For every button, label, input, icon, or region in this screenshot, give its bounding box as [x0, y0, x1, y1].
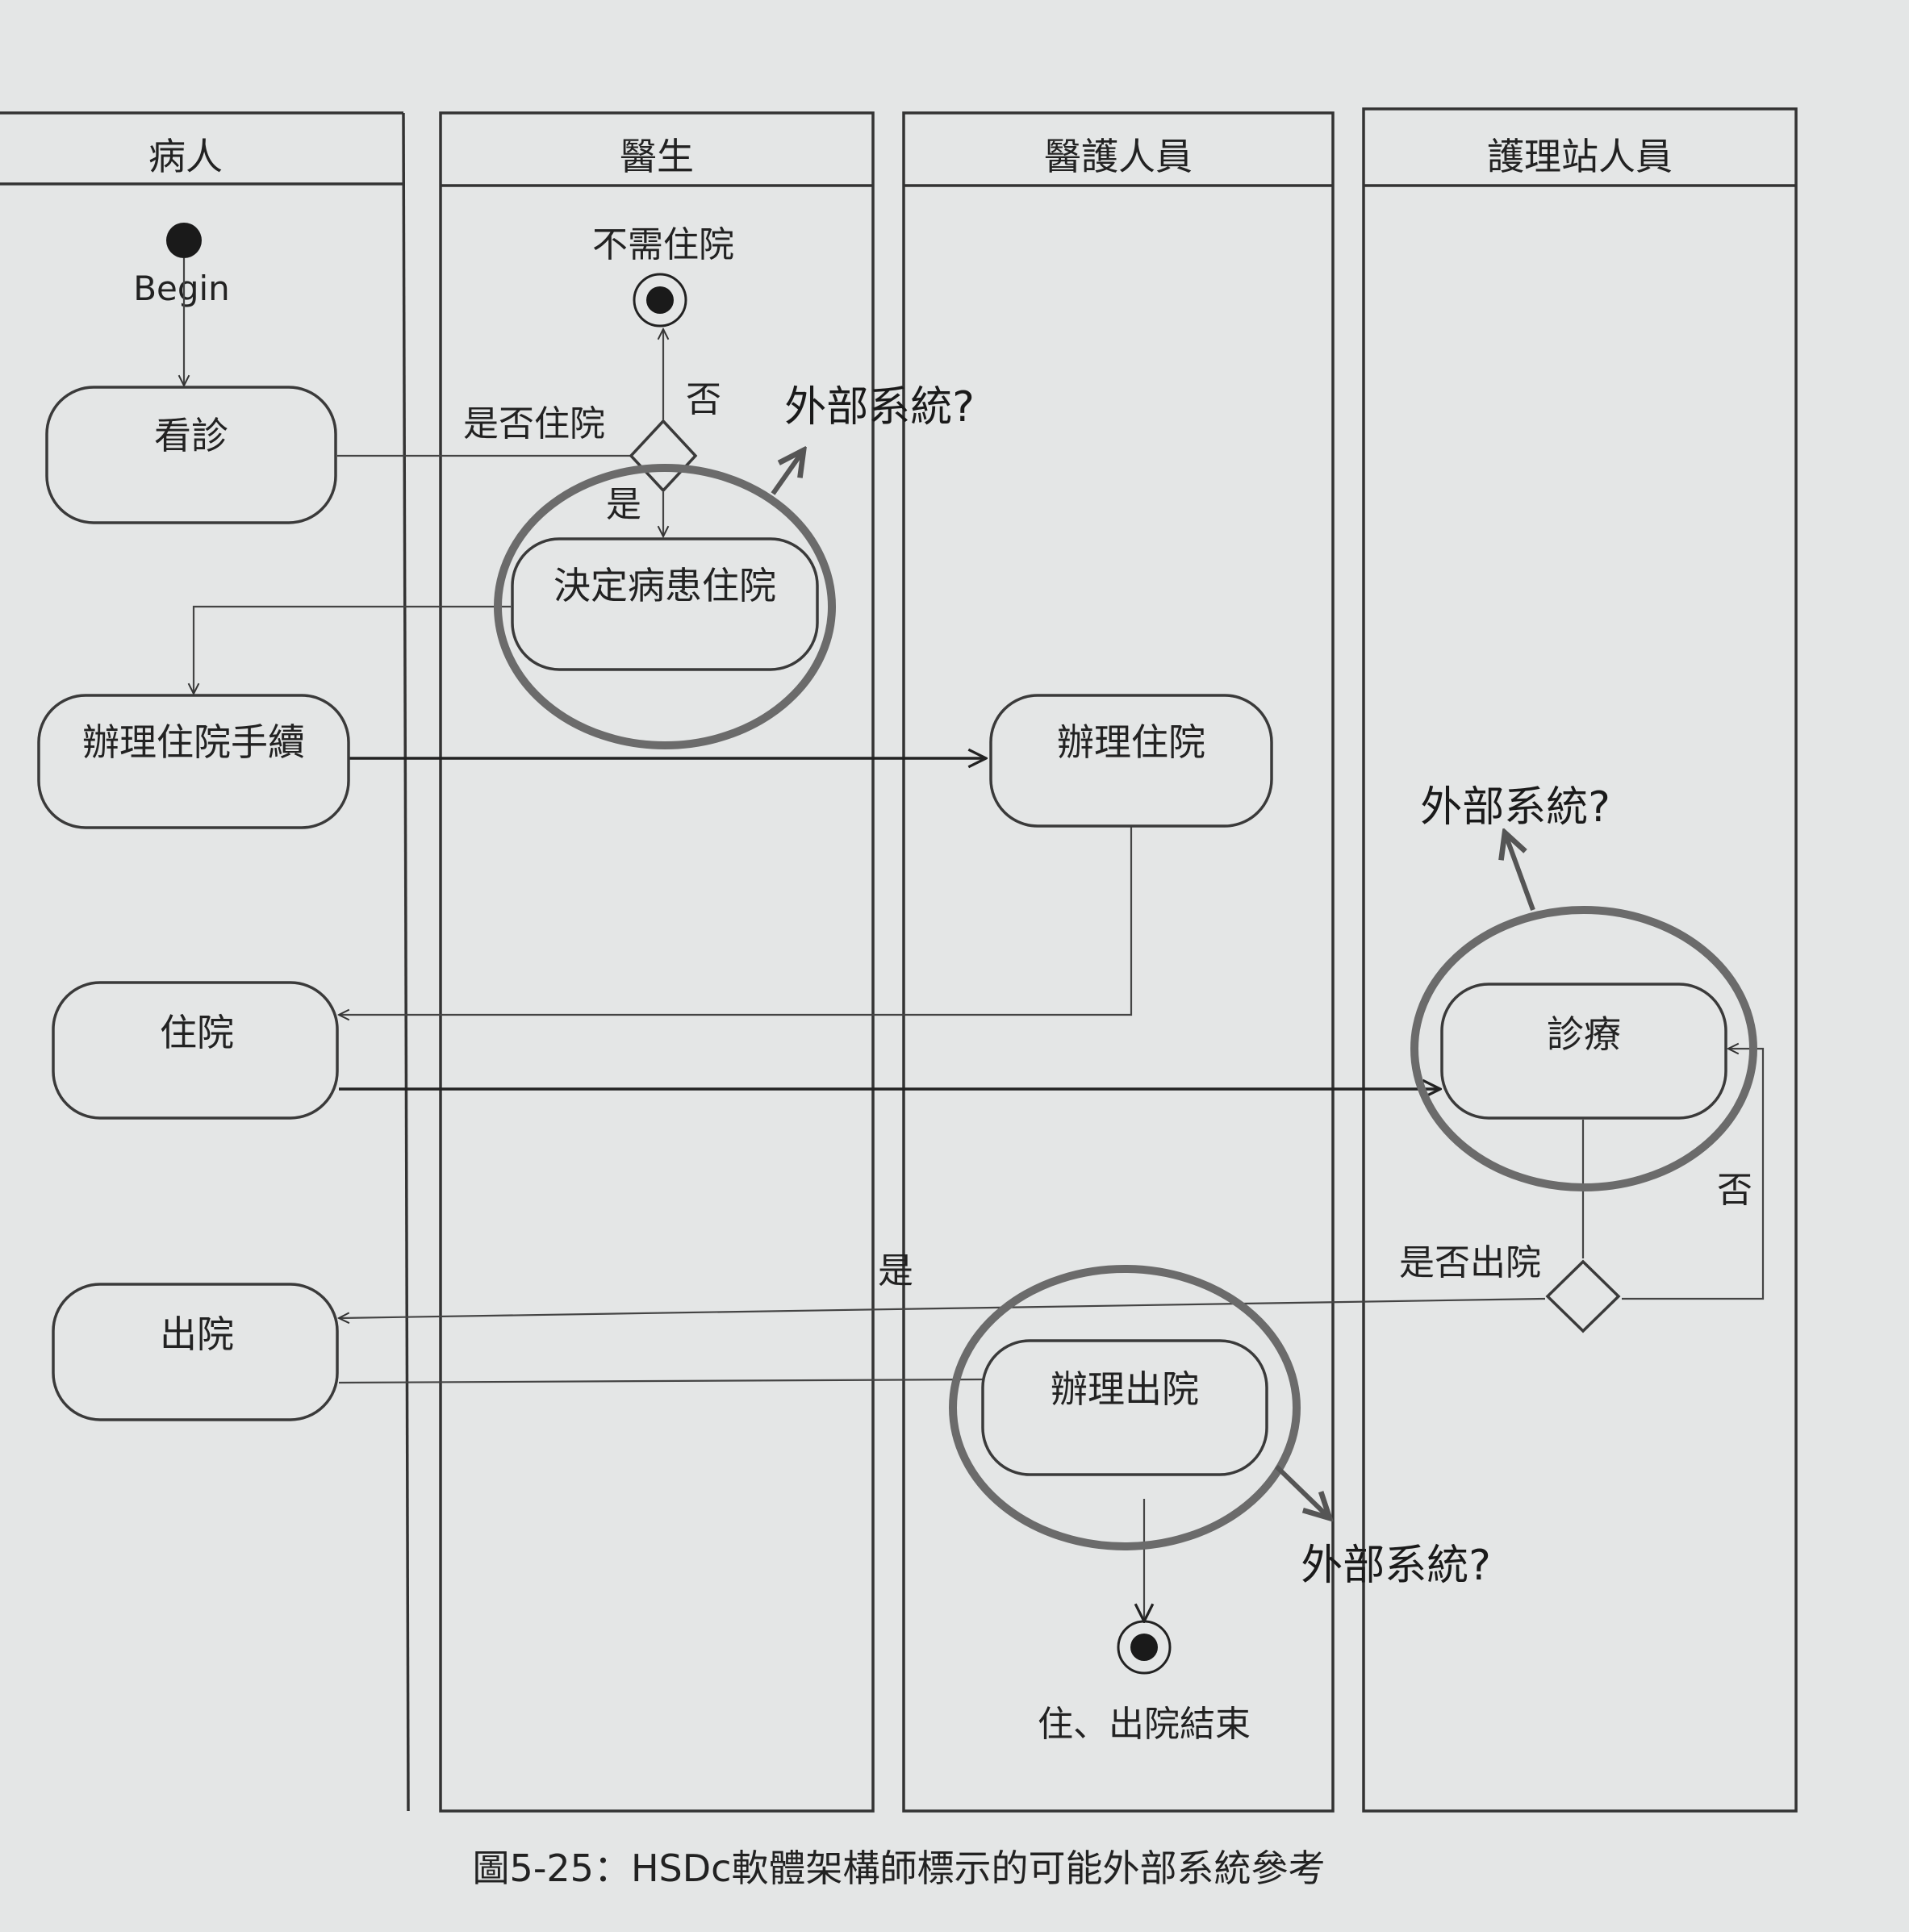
callout-external-system-3: 外部系統? — [1301, 1542, 1491, 1590]
node-process-admission — [989, 694, 1273, 828]
callout-arrow-2 — [1505, 832, 1535, 912]
swimlanes — [0, 107, 1798, 1813]
callout-external-system-1: 外部系統? — [784, 383, 975, 432]
lane-title-doctor: 醫生 — [620, 135, 694, 178]
decision-discharge-label: 是否出院 — [1399, 1242, 1541, 1283]
node-treatment — [1440, 983, 1727, 1120]
begin-label: Begin — [133, 269, 230, 308]
branch-no-discharge: 否 — [1717, 1170, 1752, 1211]
node-process-discharge-label: 辦理出院 — [1051, 1367, 1199, 1411]
end-node-finished — [1117, 1620, 1172, 1675]
branch-yes-admit: 是 — [606, 484, 641, 525]
node-admission-procedure-label: 辦理住院手續 — [82, 720, 305, 764]
end-label-no-admission: 不需住院 — [592, 224, 734, 265]
lane-nursing-station — [1362, 107, 1798, 1813]
lane-title-nursing-station: 護理站人員 — [1487, 135, 1673, 178]
lane-doctor — [439, 111, 875, 1813]
decision-admit — [629, 419, 698, 493]
node-process-discharge — [981, 1339, 1268, 1476]
callout-arrow-3 — [1274, 1464, 1330, 1518]
node-hospitalized — [52, 981, 339, 1120]
start-node — [166, 223, 202, 258]
node-discharged-label: 出院 — [160, 1312, 234, 1356]
callout-arrow-1 — [771, 450, 804, 495]
highlight-circle-process-discharge — [949, 1265, 1301, 1550]
node-discharged — [52, 1283, 339, 1421]
node-visit-label: 看診 — [154, 414, 228, 457]
node-decide-admit — [511, 537, 819, 671]
lane-title-patient: 病人 — [148, 135, 223, 178]
end-label-finished: 住、出院結束 — [1038, 1704, 1251, 1745]
figure-caption: 圖5-25：HSDc軟體架構師標示的可能外部系統參考 — [473, 1846, 1326, 1890]
node-decide-admit-label: 決定病患住院 — [553, 564, 776, 607]
node-treatment-label: 診療 — [1547, 1012, 1621, 1056]
node-process-admission-label: 辦理住院 — [1057, 720, 1205, 764]
highlight-circle-treatment — [1410, 906, 1757, 1191]
node-visit — [45, 386, 337, 524]
highlight-circle-decide-admit — [494, 464, 836, 749]
callout-external-system-2: 外部系統? — [1420, 783, 1610, 832]
decision-admit-label: 是否住院 — [463, 403, 605, 444]
lane-title-medical-staff: 醫護人員 — [1044, 135, 1193, 178]
end-node-no-admission — [633, 273, 687, 328]
branch-no-admit: 否 — [686, 379, 721, 420]
branch-yes-discharge: 是 — [878, 1250, 913, 1291]
edges — [194, 329, 1765, 1621]
lane-medical-staff — [902, 111, 1335, 1813]
node-admission-procedure — [37, 694, 350, 829]
node-hospitalized-label: 住院 — [160, 1011, 234, 1054]
decision-discharge — [1545, 1259, 1621, 1333]
